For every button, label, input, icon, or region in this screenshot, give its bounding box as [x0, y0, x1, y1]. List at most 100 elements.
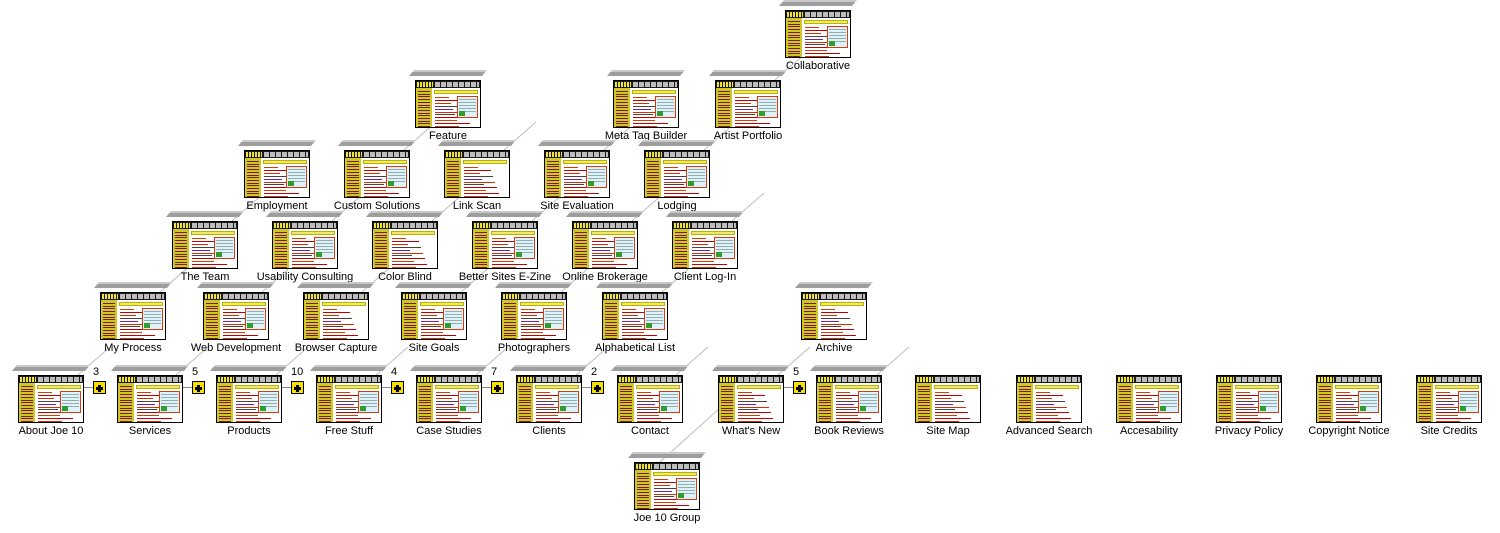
node-thumbnail[interactable]	[785, 10, 851, 58]
thumb-banner	[420, 302, 464, 306]
node-thumbnail[interactable]	[1316, 375, 1382, 423]
thumb-content	[1333, 383, 1381, 422]
node-thumbnail[interactable]	[617, 375, 683, 423]
thumb-content	[1233, 383, 1281, 422]
node-thumbnail[interactable]	[644, 150, 710, 198]
thumb-titlebar	[19, 376, 83, 383]
thumb-content	[802, 18, 850, 57]
thumb-banner	[621, 302, 665, 306]
node-thumbnail[interactable]	[303, 292, 369, 340]
thumb-titlebar	[204, 293, 268, 300]
node-label: Services	[128, 425, 172, 437]
thumb-inset-panel	[644, 308, 665, 330]
node-thumbnail[interactable]	[1416, 375, 1482, 423]
thumb-toolbar	[364, 152, 408, 157]
thumb-inset-panel	[676, 478, 697, 500]
expand-node-button[interactable]	[93, 381, 106, 394]
node-thumbnail[interactable]	[544, 150, 610, 198]
expand-node-button[interactable]	[291, 381, 304, 394]
thumb-banner	[235, 385, 279, 389]
node-thumbnail[interactable]	[244, 150, 310, 198]
expand-node-button[interactable]	[591, 381, 604, 394]
thumb-titlebar	[817, 376, 881, 383]
node-label: Better Sites E-Zine	[458, 271, 552, 283]
node-label: Site Evaluation	[540, 200, 614, 212]
node-thumbnail[interactable]	[1116, 375, 1182, 423]
thumb-tabs-icon	[1418, 377, 1434, 382]
thumb-toolbar	[935, 377, 979, 382]
thumb-banner	[835, 385, 879, 389]
node-thumbnail[interactable]	[602, 292, 668, 340]
thumb-tabs-icon	[205, 294, 221, 299]
node-thumbnail[interactable]	[472, 221, 538, 269]
thumb-titlebar	[173, 222, 237, 229]
node-thumbnail[interactable]	[572, 221, 638, 269]
thumb-sidebar	[19, 383, 35, 422]
thumb-toolbar	[622, 294, 666, 299]
node-shelf-bar	[779, 0, 857, 7]
node-thumbnail[interactable]	[718, 375, 784, 423]
thumb-toolbar	[264, 152, 308, 157]
expand-node-button[interactable]	[192, 381, 205, 394]
node-thumbnail[interactable]	[516, 375, 582, 423]
thumb-banner	[1335, 385, 1379, 389]
thumb-titlebar	[473, 222, 537, 229]
thumb-tabs-icon	[1118, 377, 1134, 382]
node-thumbnail[interactable]	[100, 292, 166, 340]
thumb-content	[630, 88, 678, 127]
expand-node-button[interactable]	[491, 381, 504, 394]
node-thumbnail[interactable]	[18, 375, 84, 423]
child-page-count: 5	[192, 366, 199, 378]
node-thumbnail[interactable]	[915, 375, 981, 423]
node-thumbnail[interactable]	[634, 462, 700, 510]
node-thumbnail[interactable]	[344, 150, 410, 198]
thumb-titlebar	[118, 376, 182, 383]
thumb-sidebar	[217, 383, 233, 422]
thumb-titlebar	[802, 293, 866, 300]
thumb-tabs-icon	[604, 294, 620, 299]
node-thumbnail[interactable]	[613, 80, 679, 128]
thumb-titlebar	[916, 376, 980, 383]
node-thumbnail[interactable]	[801, 292, 867, 340]
expand-node-button[interactable]	[391, 381, 404, 394]
thumb-inset-panel	[458, 391, 479, 413]
node-thumbnail[interactable]	[415, 80, 481, 128]
node-thumbnail[interactable]	[272, 221, 338, 269]
thumb-inset-panel	[514, 237, 535, 259]
node-thumbnail[interactable]	[715, 80, 781, 128]
node-label: Photographers	[497, 342, 571, 354]
thumb-tabs-icon	[720, 377, 736, 382]
thumb-sidebar	[673, 229, 689, 268]
node-thumbnail[interactable]	[416, 375, 482, 423]
node-label: Book Reviews	[814, 425, 884, 437]
node-thumbnail[interactable]	[1216, 375, 1282, 423]
thumb-tabs-icon	[636, 464, 652, 469]
thumb-banner	[691, 231, 735, 235]
thumb-inset-panel	[1358, 391, 1379, 413]
node-label: About Joe 10	[18, 425, 84, 437]
node-thumbnail[interactable]	[172, 221, 238, 269]
thumb-content	[735, 383, 783, 422]
node-thumbnail[interactable]	[316, 375, 382, 423]
node-thumbnail[interactable]	[672, 221, 738, 269]
expand-node-button[interactable]	[793, 381, 806, 394]
thumb-content	[689, 229, 737, 268]
node-thumbnail[interactable]	[444, 150, 510, 198]
node-thumbnail[interactable]	[401, 292, 467, 340]
node-thumbnail[interactable]	[372, 221, 438, 269]
thumb-banner	[119, 302, 163, 306]
node-shelf-bar	[607, 70, 685, 77]
thumb-inset-panel	[586, 166, 607, 188]
node-thumbnail[interactable]	[203, 292, 269, 340]
node-thumbnail[interactable]	[117, 375, 183, 423]
node-thumbnail[interactable]	[816, 375, 882, 423]
node-thumbnail[interactable]	[1016, 375, 1082, 423]
thumb-banner	[363, 160, 407, 164]
node-label: Collaborative	[785, 60, 851, 72]
node-shelf-bar	[709, 70, 787, 77]
thumb-content	[661, 158, 709, 197]
node-thumbnail[interactable]	[501, 292, 567, 340]
node-thumbnail[interactable]	[216, 375, 282, 423]
node-shelf-bar	[197, 282, 275, 289]
thumb-banner	[563, 160, 607, 164]
